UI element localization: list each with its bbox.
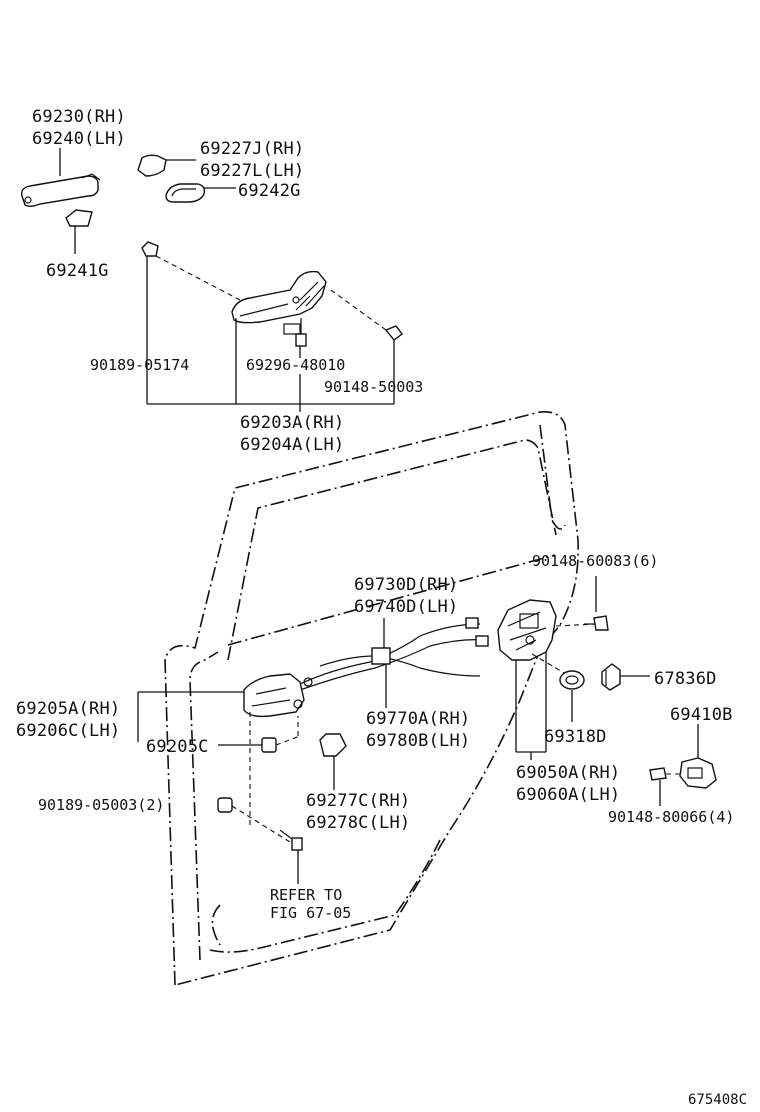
handle-frame-part — [231, 270, 327, 335]
bolt-69296-part — [295, 318, 307, 347]
screw-05003-part — [217, 797, 233, 813]
outer-handle-part — [20, 173, 101, 207]
label-part-69205c: 69205C — [146, 737, 209, 757]
cables-part — [299, 617, 489, 691]
label-outer-handle-lh: 69240(LH) — [32, 129, 126, 149]
label-handle-cover-lh: 69227L(LH) — [200, 161, 304, 181]
inner-handle-part — [243, 673, 305, 718]
label-screw-50003: 90148-50003 — [324, 378, 423, 396]
label-part-48010: 69296-48010 — [246, 356, 345, 374]
label-inner-handle-lh: 69206C(LH) — [16, 721, 120, 741]
label-lock-assy-lh: 69060A(LH) — [516, 785, 620, 805]
grommet-69318d-part — [559, 670, 585, 690]
screw-60083-part — [584, 615, 609, 631]
label-inner-handle-rh: 69205A(RH) — [16, 699, 120, 719]
label-screw-05003: 90189-05003(2) — [38, 796, 164, 814]
label-cable-upper-rh: 69730D(RH) — [354, 575, 458, 595]
clip-69277c-part — [319, 733, 347, 757]
label-outer-handle-rh: 69230(RH) — [32, 107, 126, 127]
label-part-69318d: 69318D — [544, 727, 607, 747]
door-panel-outline — [164, 410, 579, 986]
figure-code: 675408C — [688, 1092, 747, 1108]
striker-part — [679, 757, 717, 789]
bolt-50003-part — [384, 325, 403, 341]
screw-clip-part — [141, 241, 159, 257]
part-67836d-shape — [601, 663, 621, 691]
label-screw-80066: 90148-80066(4) — [608, 808, 734, 826]
label-frame-assy-rh: 69203A(RH) — [240, 413, 344, 433]
screw-80066-part — [649, 767, 667, 781]
label-cable-upper-lh: 69740D(LH) — [354, 597, 458, 617]
handle-cover-part — [137, 154, 167, 177]
door-lock-part — [497, 599, 557, 661]
label-refer-line1: REFER TO — [270, 886, 342, 904]
label-pad-69241g: 69241G — [46, 261, 109, 281]
label-frame-assy-lh: 69204A(LH) — [240, 435, 344, 455]
label-clip-rh: 69277C(RH) — [306, 791, 410, 811]
label-cable-lower-rh: 69770A(RH) — [366, 709, 470, 729]
label-striker: 69410B — [670, 705, 733, 725]
label-refer-line2: FIG 67-05 — [270, 904, 351, 922]
label-cable-lower-lh: 69780B(LH) — [366, 731, 470, 751]
pad-69242g-part — [165, 183, 206, 203]
label-part-67836d: 67836D — [654, 669, 717, 689]
label-handle-cover-rh: 69227J(RH) — [200, 139, 304, 159]
label-screw-05174: 90189-05174 — [90, 356, 189, 374]
label-pad-69242g: 69242G — [238, 181, 301, 201]
label-screw-60083: 90148-60083(6) — [532, 552, 658, 570]
pad-69241g-part — [65, 209, 93, 227]
label-clip-lh: 69278C(LH) — [306, 813, 410, 833]
part-69205c-shape — [261, 737, 277, 753]
refer-bolt-part — [279, 829, 303, 851]
label-lock-assy-rh: 69050A(RH) — [516, 763, 620, 783]
